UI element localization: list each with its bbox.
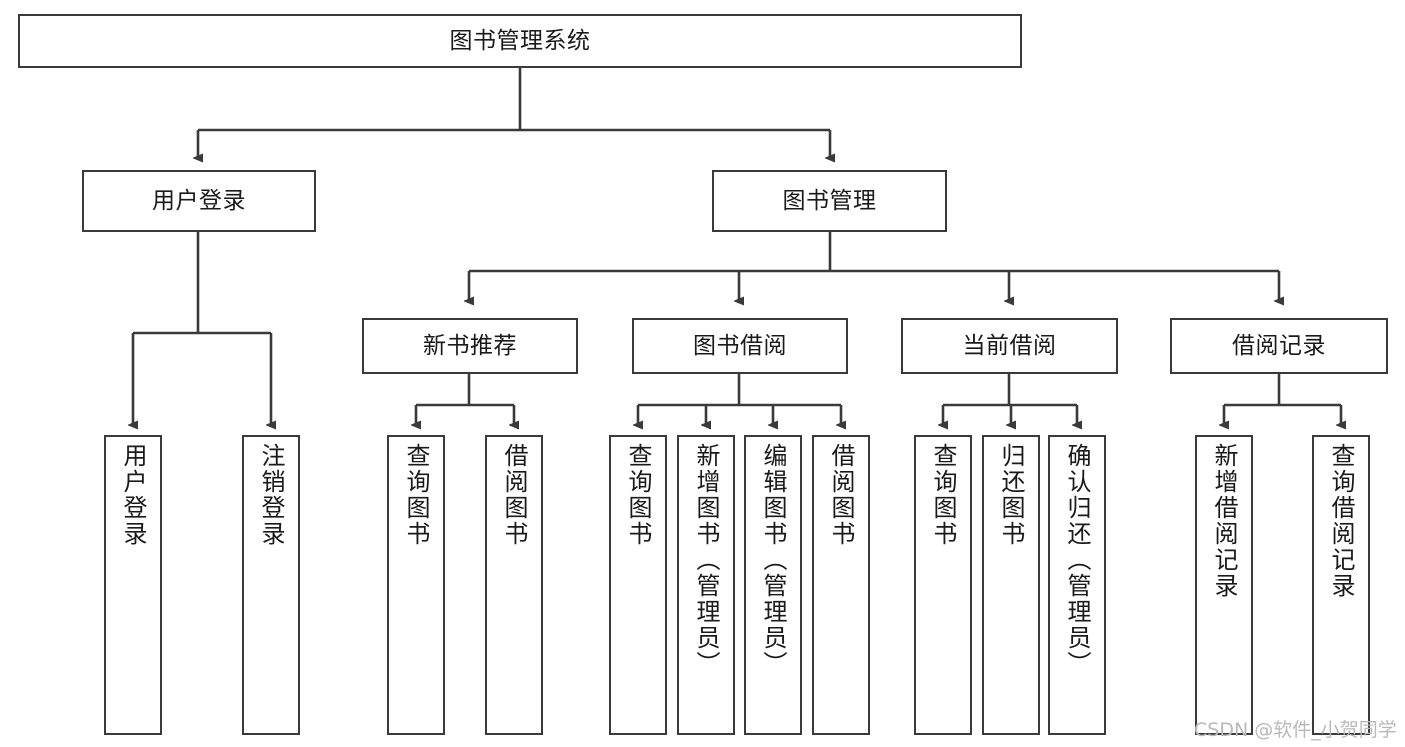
- node-leaf-user-login[interactable]: 用户登录: [104, 435, 162, 735]
- node-current-borrow[interactable]: 当前借阅: [901, 318, 1118, 374]
- node-leaf-return-book[interactable]: 归还图书: [982, 435, 1040, 735]
- node-current-borrow-label: 当前借阅: [962, 332, 1057, 359]
- node-leaf-add-book-admin[interactable]: 新增图书（管理员）: [677, 435, 735, 735]
- node-leaf-borrow-book-recommend-label: 借阅图书: [500, 443, 528, 547]
- node-leaf-user-login-label: 用户登录: [119, 443, 147, 547]
- node-leaf-borrow-book-label: 借阅图书: [827, 443, 855, 547]
- node-leaf-confirm-return-admin[interactable]: 确认归还（管理员）: [1048, 435, 1106, 735]
- node-leaf-edit-book-admin[interactable]: 编辑图书（管理员）: [744, 435, 802, 735]
- node-new-book-recommend[interactable]: 新书推荐: [362, 318, 578, 374]
- node-borrow-record-label: 借阅记录: [1232, 332, 1326, 359]
- node-leaf-return-book-label: 归还图书: [997, 443, 1025, 547]
- node-book-management-label: 图书管理: [782, 187, 877, 214]
- node-leaf-query-book-recommend[interactable]: 查询图书: [387, 435, 445, 735]
- node-book-borrow[interactable]: 图书借阅: [632, 318, 848, 374]
- node-leaf-query-borrow-record[interactable]: 查询借阅记录: [1312, 435, 1370, 735]
- node-root-label: 图书管理系统: [449, 27, 591, 54]
- node-leaf-borrow-book[interactable]: 借阅图书: [812, 435, 870, 735]
- node-new-book-recommend-label: 新书推荐: [423, 332, 517, 359]
- node-leaf-add-book-admin-label: 新增图书（管理员）: [692, 443, 720, 677]
- node-leaf-query-book-recommend-label: 查询图书: [402, 443, 430, 547]
- node-book-management[interactable]: 图书管理: [712, 170, 947, 232]
- node-leaf-borrow-book-recommend[interactable]: 借阅图书: [485, 435, 543, 735]
- node-leaf-add-borrow-record-label: 新增借阅记录: [1210, 443, 1238, 599]
- node-leaf-query-book-current[interactable]: 查询图书: [914, 435, 972, 735]
- node-leaf-edit-book-admin-label: 编辑图书（管理员）: [759, 443, 787, 677]
- node-book-borrow-label: 图书借阅: [693, 332, 787, 359]
- node-user-login[interactable]: 用户登录: [82, 170, 316, 232]
- node-leaf-add-borrow-record[interactable]: 新增借阅记录: [1195, 435, 1253, 735]
- node-root[interactable]: 图书管理系统: [18, 14, 1022, 68]
- node-leaf-logout[interactable]: 注销登录: [242, 435, 300, 735]
- node-leaf-logout-label: 注销登录: [257, 443, 285, 547]
- node-leaf-confirm-return-admin-label: 确认归还（管理员）: [1063, 443, 1091, 677]
- csdn-watermark: CSDN @软件_小贺同学: [1194, 719, 1397, 741]
- node-leaf-query-book[interactable]: 查询图书: [609, 435, 667, 735]
- node-leaf-query-borrow-record-label: 查询借阅记录: [1327, 443, 1355, 599]
- node-leaf-query-book-current-label: 查询图书: [929, 443, 957, 547]
- node-user-login-label: 用户登录: [152, 187, 246, 214]
- node-borrow-record[interactable]: 借阅记录: [1170, 318, 1388, 374]
- node-leaf-query-book-label: 查询图书: [624, 443, 652, 547]
